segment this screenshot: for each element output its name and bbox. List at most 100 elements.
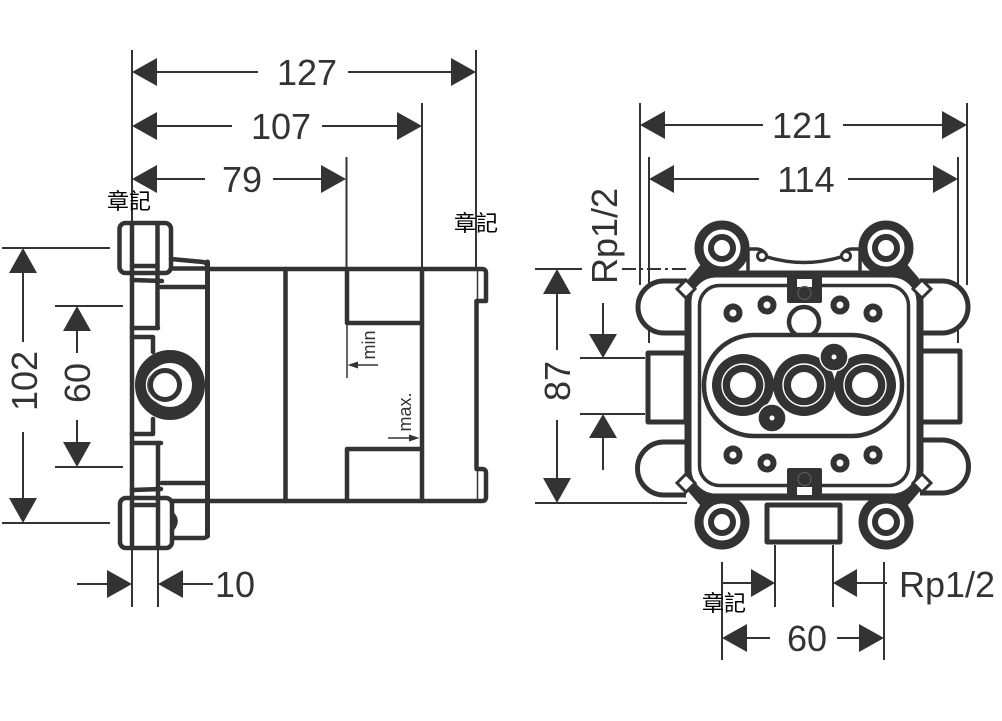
mounting-ear — [858, 220, 914, 276]
cartridge-ring — [843, 363, 887, 407]
valve-cartridge-left — [712, 354, 774, 416]
arrowhead-right — [751, 569, 775, 597]
dimension-label: 60 — [57, 363, 98, 403]
side-lug — [635, 278, 686, 336]
outlet-port-bottom — [764, 502, 843, 545]
dimension-label: 79 — [222, 159, 262, 200]
arrowhead-up — [9, 248, 37, 273]
mounting-ear — [694, 220, 750, 276]
dimension-overall-width: 121 — [640, 105, 967, 146]
dimension-cap-spacing: 60 — [57, 306, 98, 467]
inlet-port-right — [918, 348, 963, 425]
tab-screw — [797, 285, 812, 301]
arrowhead-right — [933, 165, 958, 193]
bolt-hole — [757, 295, 777, 315]
bypass-port — [819, 342, 849, 372]
dimension-bottom-port-thread: Rp1/2 — [722, 564, 995, 605]
arrowhead-down — [9, 498, 37, 523]
bypass-port-center — [769, 415, 775, 421]
bridge-pin — [756, 250, 768, 262]
arrowhead-left — [640, 111, 665, 139]
arrowhead-right — [451, 58, 476, 86]
bolt-holes — [723, 295, 883, 473]
thread-label: Rp1/2 — [899, 564, 995, 605]
dimension-label: 127 — [277, 52, 337, 93]
screw-hole — [708, 234, 736, 262]
dimension-installation-depth-max: 107 — [132, 106, 422, 147]
valve-knob — [135, 350, 205, 420]
arrowhead-left — [132, 165, 157, 193]
dimension-body-height: 87 — [537, 269, 578, 503]
flange-bump — [170, 512, 178, 531]
side-lug — [920, 278, 971, 336]
dimension-label: 114 — [777, 159, 834, 200]
corner-tab — [910, 277, 934, 301]
arrowhead-down — [63, 442, 91, 467]
arrowhead-left — [722, 624, 747, 652]
arrowhead-up — [589, 414, 617, 438]
annotation-min: min — [346, 323, 379, 378]
corner-tab — [674, 471, 698, 495]
bolt-hole — [723, 445, 743, 465]
bolt-hole — [723, 303, 743, 323]
annotation-max: max. — [388, 392, 420, 442]
tab-slot — [797, 279, 812, 287]
side-lugs — [635, 278, 971, 498]
dimension-plate-thickness: 10 — [77, 564, 255, 605]
arrowhead-left — [649, 165, 674, 193]
valve-cartridge-right — [834, 354, 896, 416]
arrowhead-up — [63, 306, 91, 331]
inlet-port-left — [645, 350, 689, 425]
dimension-label: 121 — [772, 105, 832, 146]
side-lug — [635, 439, 686, 498]
bypass-port — [757, 403, 787, 433]
arrowhead-right — [397, 112, 422, 140]
leader-arrowhead — [347, 361, 358, 369]
tab-screw — [797, 471, 812, 487]
body-housing — [205, 259, 489, 539]
dimension-label: 102 — [4, 351, 45, 411]
screw-hole — [872, 508, 900, 536]
connection-tab-bottom — [787, 468, 822, 495]
valve-cartridge-center — [773, 354, 835, 416]
seal-mark-label: 章記 — [702, 592, 746, 617]
bypass-port-center — [831, 354, 837, 360]
arrowhead-right — [942, 111, 967, 139]
tab-body — [787, 276, 822, 303]
cartridge-bore — [791, 372, 817, 398]
bolt-hole — [757, 453, 777, 473]
knob-inner-ring — [148, 368, 182, 402]
connection-tab-top — [787, 276, 822, 303]
bolt-hole — [863, 445, 883, 465]
dimension-lug-width: 114 — [649, 159, 958, 200]
knob-housing-bottom — [129, 416, 156, 437]
max-label: max. — [395, 392, 415, 431]
arrowhead-left — [158, 570, 183, 598]
cover-notch-top — [344, 266, 425, 326]
seal-mark-label: 章記 — [454, 212, 498, 237]
tab-slot — [797, 487, 812, 495]
front-view: 121 114 87 Rp1/2 Rp1 — [535, 103, 995, 660]
arrowhead-up — [543, 269, 571, 294]
side-lug — [920, 437, 971, 496]
dimension-label: 87 — [537, 361, 578, 401]
arrowhead-left — [132, 58, 157, 86]
thread-label: Rp1/2 — [584, 188, 625, 284]
side-view: 127 107 79 102 60 — [2, 50, 489, 607]
screw-hole — [708, 508, 736, 536]
tab-body — [787, 468, 822, 495]
corner-tab — [674, 277, 698, 301]
plate-segment-line — [129, 277, 165, 284]
arrowhead-right — [859, 624, 884, 652]
arrowhead-left — [833, 569, 857, 597]
min-label: min — [359, 330, 379, 359]
cartridge-bore — [730, 372, 756, 398]
mounting-plate — [129, 220, 165, 551]
bolt-hole — [830, 295, 850, 315]
cartridge-ring — [782, 363, 826, 407]
arrowhead-right — [107, 570, 132, 598]
dimension-label: 10 — [215, 564, 255, 605]
cartridge-ring — [721, 363, 765, 407]
mounting-ear — [858, 494, 914, 550]
extension-lines — [2, 50, 477, 607]
